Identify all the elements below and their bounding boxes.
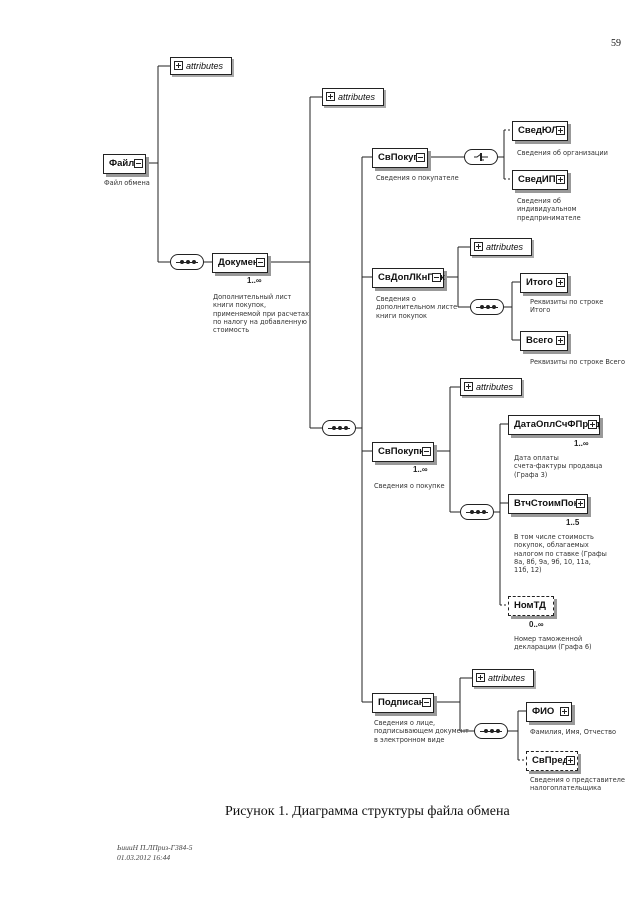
node-vtchstoim[interactable]: ВтчСтоимПок bbox=[508, 494, 588, 514]
attributes-label: attributes bbox=[488, 673, 526, 683]
node-description: Реквизиты по строке Всего bbox=[530, 358, 626, 366]
attributes-box-svpokupka[interactable]: attributes bbox=[460, 378, 522, 396]
expand-icon[interactable] bbox=[556, 336, 565, 345]
collapse-icon[interactable] bbox=[422, 698, 431, 707]
attributes-label: attributes bbox=[486, 242, 524, 252]
collapse-icon[interactable] bbox=[256, 258, 265, 267]
sequence-compositor bbox=[474, 723, 508, 739]
node-label: Подписант bbox=[378, 697, 430, 708]
node-description: Реквизиты по строке Итого bbox=[530, 298, 604, 315]
sequence-compositor bbox=[460, 504, 494, 520]
sequence-compositor bbox=[322, 420, 356, 436]
node-label: Всего bbox=[526, 335, 554, 346]
node-dataopl[interactable]: ДатаОплСчФПрод bbox=[508, 415, 600, 435]
node-nomtd[interactable]: НомТД bbox=[508, 596, 554, 616]
expand-icon[interactable] bbox=[556, 278, 565, 287]
expand-icon[interactable] bbox=[588, 420, 597, 429]
node-description: Дата оплаты счета-фактуры продавца (Граф… bbox=[514, 454, 603, 479]
expand-icon[interactable] bbox=[174, 61, 183, 70]
node-label: СвПокупка bbox=[378, 446, 430, 457]
node-description: Сведения о дополнительном листе книги по… bbox=[376, 295, 458, 320]
footer-line: ЬиииН П.ЛПриз-Г384-5 bbox=[117, 843, 193, 852]
choice-icon bbox=[474, 153, 488, 161]
expand-icon[interactable] bbox=[566, 756, 575, 765]
collapse-icon[interactable] bbox=[416, 153, 425, 162]
node-description: Номер таможенной декларации (Графа 6) bbox=[514, 635, 592, 652]
node-description: Фамилия, Имя, Отчество bbox=[530, 728, 617, 736]
sequence-compositor bbox=[170, 254, 204, 270]
node-svpokup[interactable]: СвПокуп bbox=[372, 148, 428, 168]
node-vsego[interactable]: Всего bbox=[520, 331, 568, 351]
node-label: ФИО bbox=[532, 706, 555, 717]
expand-icon[interactable] bbox=[560, 707, 569, 716]
node-label: СведЮЛ bbox=[518, 125, 558, 136]
sequence-compositor bbox=[470, 299, 504, 315]
node-label: Итого bbox=[526, 277, 553, 288]
node-description: Сведения о лице, подписывающем документ … bbox=[374, 719, 469, 744]
expand-icon[interactable] bbox=[556, 175, 565, 184]
node-description: Сведения об организации bbox=[517, 149, 608, 157]
expand-icon[interactable] bbox=[326, 92, 335, 101]
expand-icon[interactable] bbox=[476, 673, 485, 682]
node-label: ВтчСтоимПок bbox=[514, 498, 579, 509]
node-label: СведИП bbox=[518, 174, 556, 185]
attributes-label: attributes bbox=[476, 382, 514, 392]
node-label: СвДопЛКнПок bbox=[378, 272, 445, 283]
node-label: НомТД bbox=[514, 600, 546, 611]
node-svpokupka[interactable]: СвПокупка bbox=[372, 442, 434, 462]
node-svedyul[interactable]: СведЮЛ bbox=[512, 121, 568, 141]
attributes-box-fajl[interactable]: attributes bbox=[170, 57, 232, 75]
node-label: Документ bbox=[218, 257, 264, 268]
attributes-box-svdoplknpok[interactable]: attributes bbox=[470, 238, 532, 256]
footer-date: 01.03.2012 16:44 bbox=[117, 853, 171, 862]
expand-icon[interactable] bbox=[464, 382, 473, 391]
collapse-icon[interactable] bbox=[134, 159, 143, 168]
node-description: Дополнительный лист книги покупок, приме… bbox=[213, 293, 310, 335]
attributes-label: attributes bbox=[338, 92, 376, 102]
expand-icon[interactable] bbox=[576, 499, 585, 508]
node-label: ДатаОплСчФПрод bbox=[514, 419, 600, 430]
cardinality: 1..∞ bbox=[574, 439, 589, 448]
node-description: Сведения о покупателе bbox=[376, 174, 459, 182]
attributes-label: attributes bbox=[186, 61, 224, 71]
node-label: Файл bbox=[109, 158, 135, 169]
expand-icon[interactable] bbox=[474, 242, 483, 251]
node-description: Сведения об индивидуальном предпринимате… bbox=[517, 197, 581, 222]
node-dokument[interactable]: Документ bbox=[212, 253, 268, 273]
cardinality: 1..5 bbox=[566, 518, 580, 527]
figure-caption: Рисунок 1. Диаграмма структуры файла обм… bbox=[225, 804, 510, 819]
choice-compositor bbox=[464, 149, 498, 165]
cardinality: 1..∞ bbox=[247, 276, 262, 285]
collapse-icon[interactable] bbox=[422, 447, 431, 456]
cardinality: 0..∞ bbox=[529, 620, 544, 629]
collapse-icon[interactable] bbox=[432, 273, 441, 282]
node-label: СвПокуп bbox=[378, 152, 420, 163]
node-description: В том числе стоимость покупок, облагаемы… bbox=[514, 533, 607, 575]
attributes-box-podpisant[interactable]: attributes bbox=[472, 669, 534, 687]
node-fio[interactable]: ФИО bbox=[526, 702, 572, 722]
node-podpisant[interactable]: Подписант bbox=[372, 693, 434, 713]
node-fajl[interactable]: Файл bbox=[103, 154, 146, 174]
node-label: СвПред bbox=[532, 755, 569, 766]
node-svdoplknpok[interactable]: СвДопЛКнПок bbox=[372, 268, 445, 288]
attributes-box-dokument[interactable]: attributes bbox=[322, 88, 384, 106]
expand-icon[interactable] bbox=[556, 126, 565, 135]
node-description: Файл обмена bbox=[104, 179, 150, 187]
node-itogo[interactable]: Итого bbox=[520, 273, 568, 293]
node-description: Сведения о представителе налогоплательщи… bbox=[530, 776, 625, 793]
cardinality: 1..∞ bbox=[413, 465, 428, 474]
node-svedip[interactable]: СведИП bbox=[512, 170, 568, 190]
node-description: Сведения о покупке bbox=[374, 482, 445, 490]
node-svpred[interactable]: СвПред bbox=[526, 751, 578, 771]
page-number: 59 bbox=[611, 38, 621, 49]
